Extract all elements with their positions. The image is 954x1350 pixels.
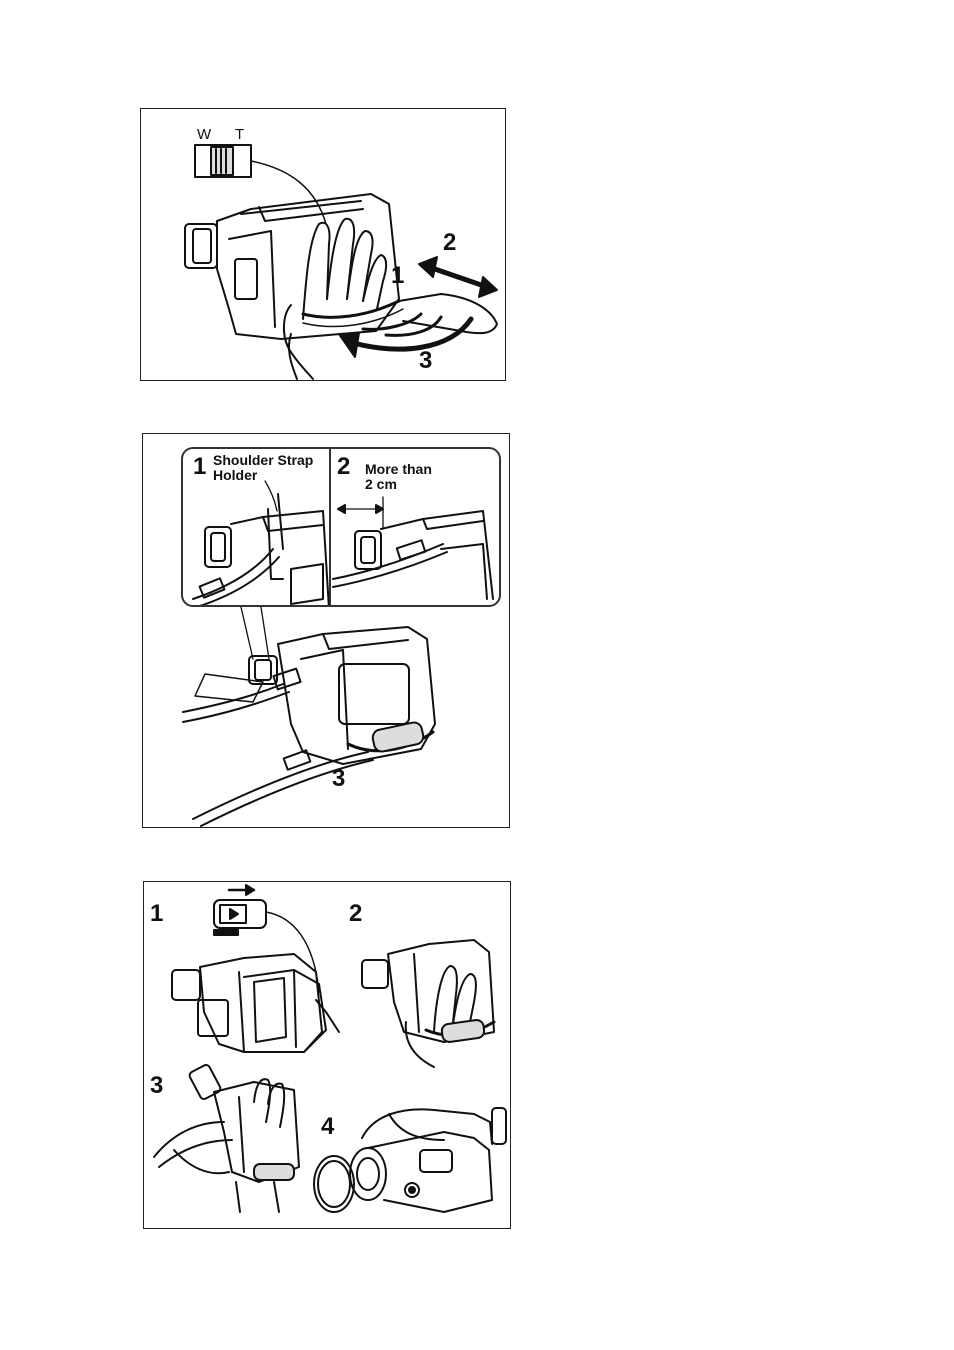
step-4-label: 4 bbox=[321, 1115, 334, 1139]
step-1-label: 1 bbox=[391, 264, 404, 288]
illustration-panel-hand-strap: W T 1 2 3 bbox=[140, 108, 506, 381]
inset-2-number: 2 bbox=[337, 455, 350, 479]
illustration-panel-shoulder-strap: 1 Shoulder Strap Holder 2 More than 2 cm bbox=[142, 433, 510, 828]
step-1-label: 1 bbox=[150, 902, 163, 926]
zoom-switch-w-label: W bbox=[197, 127, 211, 142]
step-2-label: 2 bbox=[443, 231, 456, 255]
step-3-label: 3 bbox=[150, 1074, 163, 1098]
illustration-panel-assembly-steps: 1 2 3 4 bbox=[143, 881, 511, 1229]
shoulder-strap-inset: 1 Shoulder Strap Holder 2 More than 2 cm bbox=[181, 447, 501, 607]
step-3-label: 3 bbox=[332, 767, 345, 791]
more-than-2cm-label: More than 2 cm bbox=[365, 462, 432, 492]
assembly-steps-drawing bbox=[144, 882, 512, 1230]
inset-1-number: 1 bbox=[193, 455, 206, 479]
step-2-label: 2 bbox=[349, 902, 362, 926]
zoom-switch-t-label: T bbox=[235, 127, 244, 142]
step-3-label: 3 bbox=[419, 349, 432, 373]
shoulder-strap-holder-label: Shoulder Strap Holder bbox=[213, 453, 313, 483]
